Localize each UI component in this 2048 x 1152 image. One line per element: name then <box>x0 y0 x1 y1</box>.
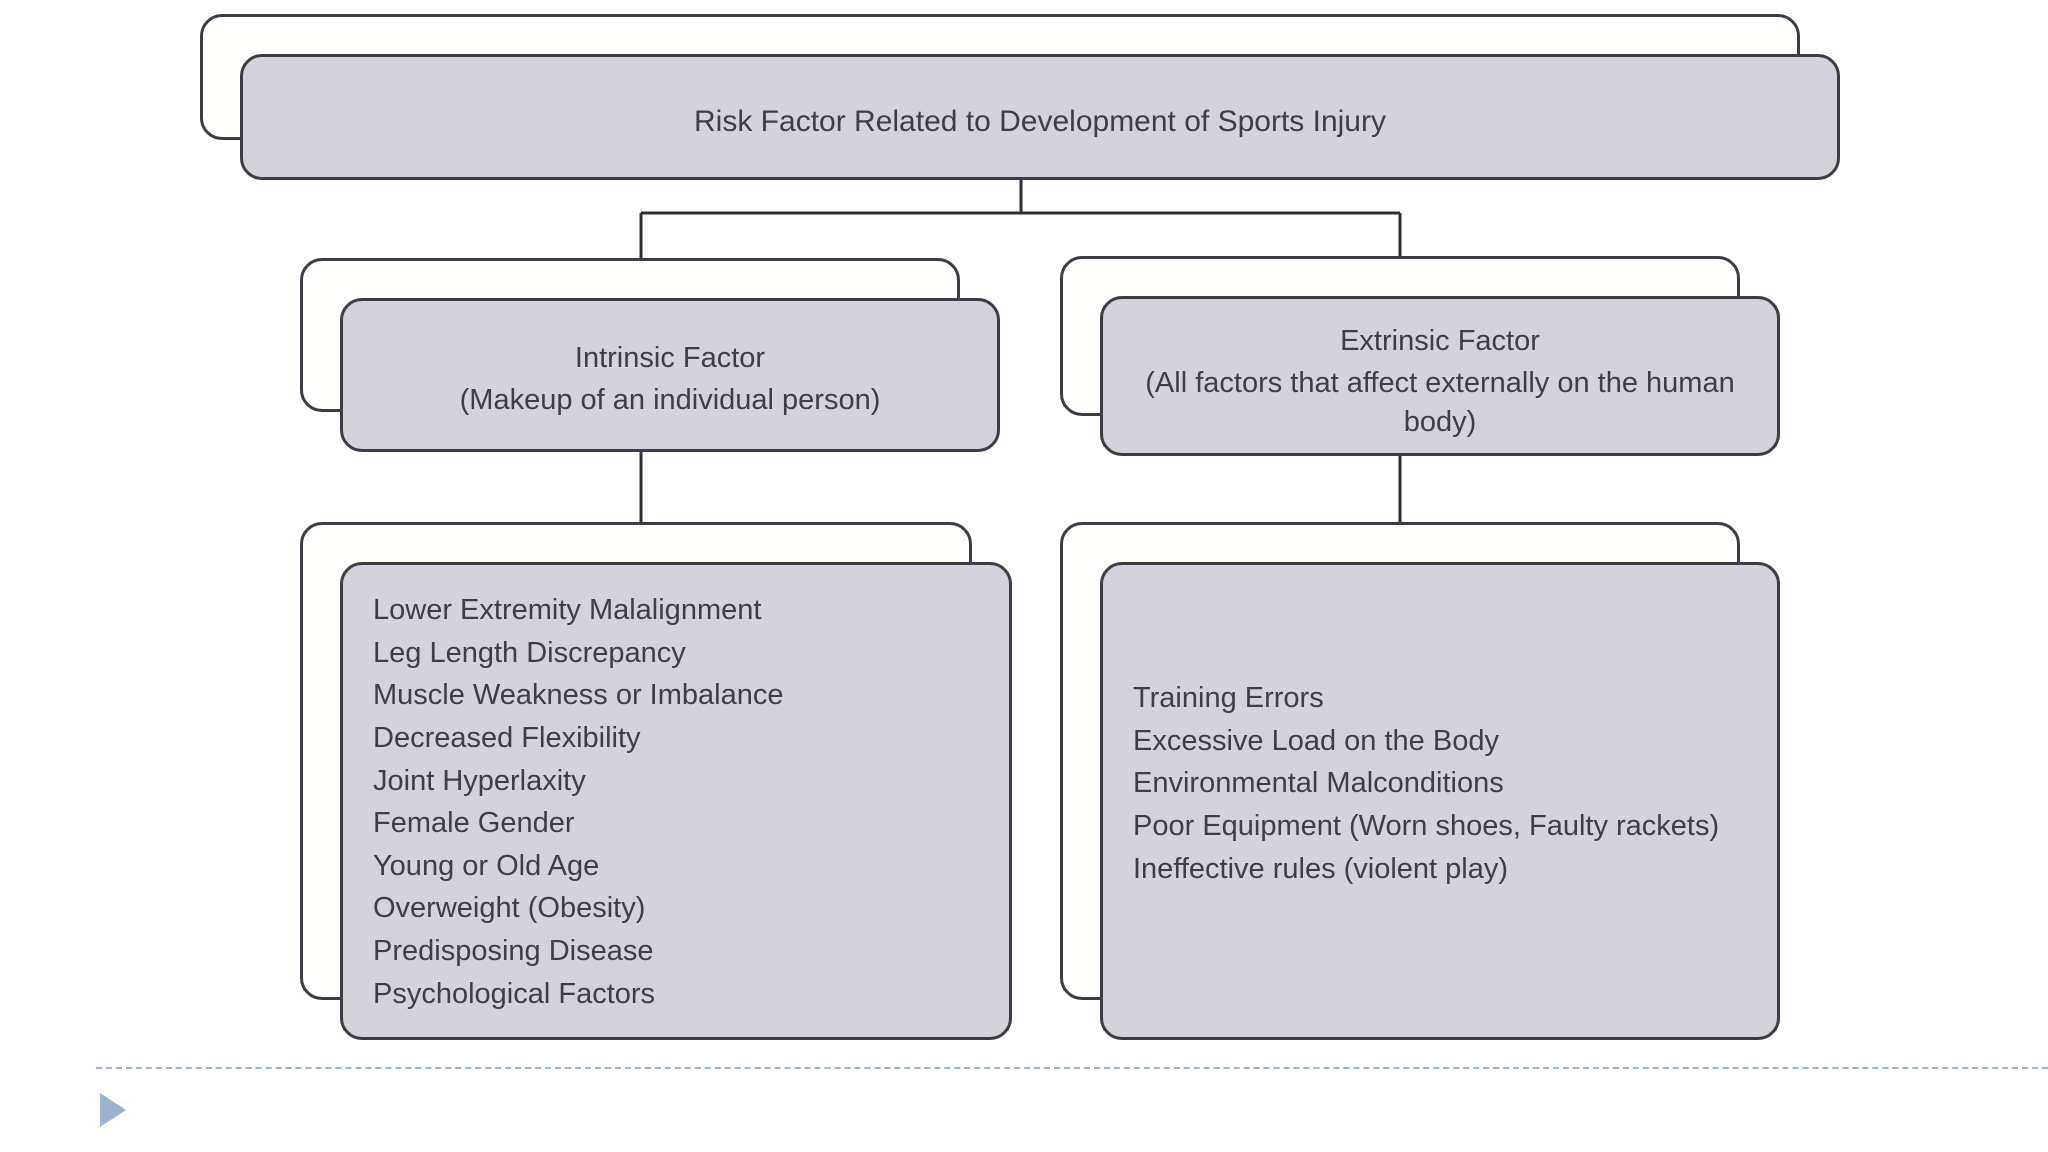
node-extrinsic-plate[interactable]: Extrinsic Factor (All factors that affec… <box>1100 296 1780 456</box>
list-item: Muscle Weakness or Imbalance <box>373 679 784 712</box>
list-item: Poor Equipment (Worn shoes, Faulty racke… <box>1133 809 1720 842</box>
list-item: Decreased Flexibility <box>373 721 641 754</box>
list-item: Lower Extremity Malalignment <box>373 594 762 626</box>
list-item: Overweight (Obesity) <box>373 892 646 925</box>
node-root[interactable]: Risk Factor Related to Development of Sp… <box>200 14 1840 180</box>
list-item: Environmental Malconditions <box>1133 767 1504 800</box>
list-item: Psychological Factors <box>373 977 656 1010</box>
list-item: Female Gender <box>373 807 575 840</box>
list-item: Predisposing Disease <box>373 935 654 967</box>
list-item: Young or Old Age <box>373 849 600 882</box>
node-intrinsic-factor[interactable]: Intrinsic Factor (Makeup of an individua… <box>300 258 1000 452</box>
list-item: Leg Length Discrepancy <box>373 636 686 669</box>
list-item: Joint Hyperlaxity <box>373 764 586 797</box>
node-intrinsic-subtitle: (Makeup of an individual person) <box>459 384 881 416</box>
play-triangle-icon[interactable] <box>100 1093 126 1127</box>
node-root-label: Risk Factor Related to Development of Sp… <box>694 105 1386 138</box>
node-extrinsic-factor[interactable]: Extrinsic Factor (All factors that affec… <box>1060 256 1780 456</box>
list-item: Training Errors <box>1133 682 1324 714</box>
node-intrinsic-plate[interactable]: Intrinsic Factor (Makeup of an individua… <box>340 298 1000 452</box>
node-extrinsic-title: Extrinsic Factor <box>1340 325 1540 357</box>
list-item: Excessive Load on the Body <box>1133 724 1499 757</box>
node-extrinsic-subtitle: (All factors that affect externally on t… <box>1145 367 1735 439</box>
list-item: Ineffective rules (violent play) <box>1133 852 1509 885</box>
node-root-plate[interactable]: Risk Factor Related to Development of Sp… <box>240 54 1840 180</box>
slide-divider <box>96 1067 2048 1069</box>
node-intrinsic-title: Intrinsic Factor <box>574 342 766 374</box>
